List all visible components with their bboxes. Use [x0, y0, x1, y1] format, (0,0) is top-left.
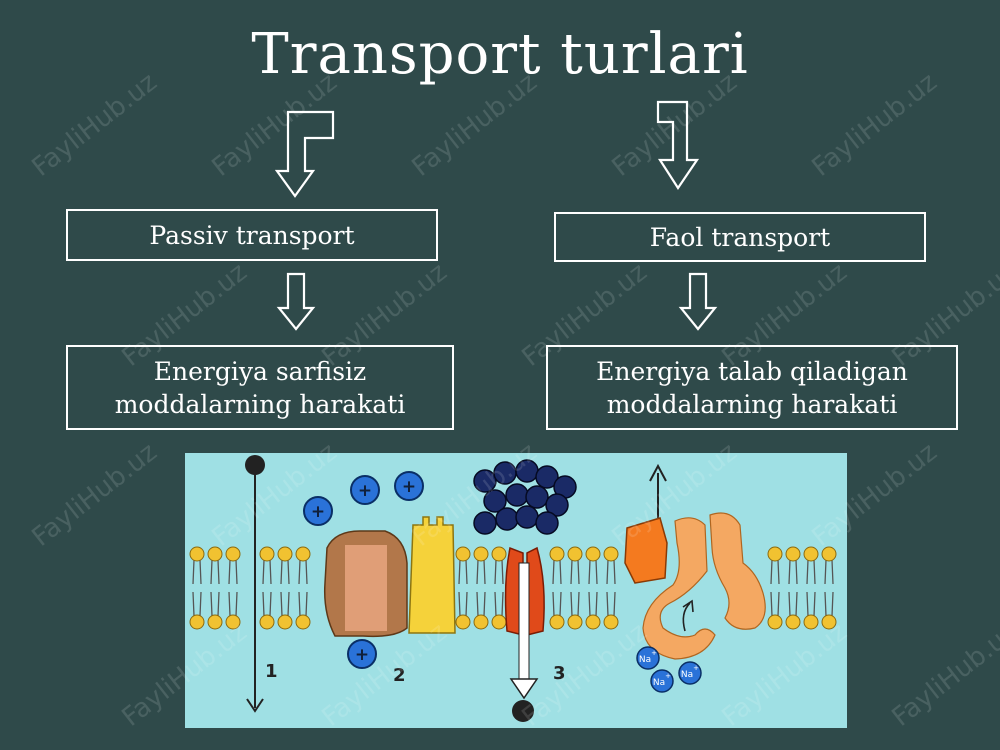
svg-text:+: +	[311, 502, 325, 522]
cation-icon: +	[394, 471, 424, 501]
bent-arrow-left-icon	[275, 110, 335, 198]
svg-text:+: +	[355, 645, 369, 665]
passive-description-line2: moddalarning harakati	[114, 389, 406, 419]
label-1: 1	[265, 661, 278, 682]
down-arrow-left-icon	[276, 272, 316, 331]
sodium-ion-icon: Na +	[678, 661, 702, 685]
svg-text:Na: Na	[653, 678, 665, 688]
svg-text:+: +	[402, 477, 416, 497]
active-description-box: Energiya talab qiladigan moddalarning ha…	[546, 345, 958, 430]
molecule-icon	[245, 455, 265, 475]
watermark-text: FayliHub.uz	[886, 617, 1000, 733]
active-transport-heading: Faol transport	[649, 222, 831, 252]
passive-transport-box: Passiv transport	[66, 209, 438, 261]
label-3: 3	[553, 663, 566, 684]
page-title: Transport turlari	[251, 22, 749, 87]
carrier-protein-icon	[408, 516, 456, 634]
svg-text:+: +	[665, 672, 671, 680]
sodium-ion-icon: Na +	[636, 646, 660, 670]
svg-text:+: +	[358, 481, 372, 501]
watermark-text: FayliHub.uz	[26, 437, 163, 553]
cation-icon: +	[347, 639, 377, 669]
membrane-illustration: + + + +	[189, 455, 837, 722]
svg-text:Na: Na	[681, 670, 693, 680]
active-description-line2: moddalarning harakati	[606, 389, 898, 419]
sodium-ion-icon: Na +	[650, 669, 674, 693]
down-arrow-right-icon	[678, 272, 718, 331]
svg-text:+: +	[651, 649, 657, 657]
svg-text:+: +	[693, 664, 699, 672]
bent-arrow-right-icon	[656, 100, 700, 190]
molecule-icon	[512, 700, 534, 722]
passive-transport-heading: Passiv transport	[149, 220, 355, 250]
membrane-transport-diagram: + + + +	[185, 453, 847, 728]
pump-protein-icon	[624, 517, 668, 584]
cation-icon: +	[303, 496, 333, 526]
active-transport-box: Faol transport	[554, 212, 926, 262]
label-2: 2	[393, 665, 406, 686]
svg-text:Na: Na	[639, 655, 651, 665]
molecule-cluster-icon	[473, 459, 577, 535]
active-description-line1: Energiya talab qiladigan	[596, 356, 908, 386]
cation-icon: +	[350, 475, 380, 505]
channel-protein-icon	[526, 546, 545, 636]
passive-description-line1: Energiya sarfisiz	[153, 356, 367, 386]
passive-description-box: Energiya sarfisiz moddalarning harakati	[66, 345, 454, 430]
